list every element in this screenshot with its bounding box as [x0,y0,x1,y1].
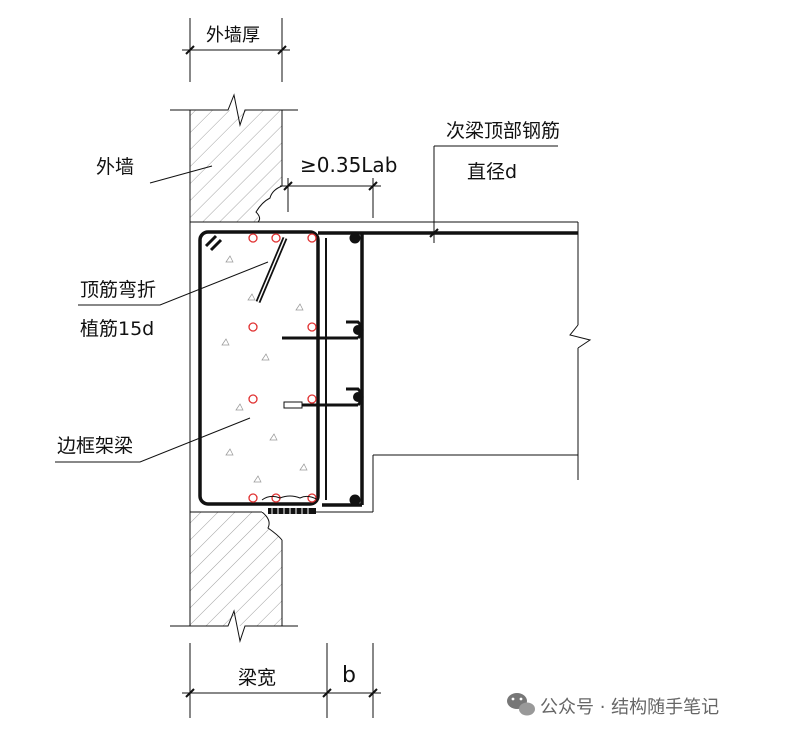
wall-thickness-label: 外墙厚 [206,25,260,46]
top-bar-bend-label: 顶筋弯折 [80,279,156,301]
anchorage-dimension [280,178,381,218]
outer-wall-label: 外墙 [96,156,134,178]
watermark-text: 公众号 · 结构随手笔记 [540,697,719,718]
b-label: b [342,663,356,688]
beam-width-label: 梁宽 [238,667,276,689]
edge-beam-stirrup [198,230,320,506]
edge-frame-beam [189,221,578,513]
outer-wall-lower [170,511,298,643]
bearing-strip [261,495,319,514]
secondary-beam-top-bar-leader [429,145,558,243]
edge-beam-longitudinal-bars [248,233,317,503]
outer-wall-upper [170,93,298,223]
edge-frame-beam-leader [55,417,251,463]
outer-wall-leader [149,165,213,184]
wall-thickness-dimension [182,18,290,82]
planted-top-bar [255,237,288,303]
beam-width-dimension [182,643,381,718]
secondary-beam [373,222,592,480]
top-bar-bend-leader [78,261,269,306]
secondary-beam-bottom-bar-section [349,494,361,506]
secondary-beam-top-bar-label: 次梁顶部钢筋 [446,120,560,142]
wechat-icon [507,693,535,716]
planted-bar-label: 植筋15d [80,318,154,340]
anchorage-label: ≥0.35Lab [300,153,397,177]
side-bar-upper [282,320,364,340]
diameter-label: 直径d [467,161,517,183]
secondary-beam-top-bar-section [349,232,361,244]
stirrup-hook [204,234,223,252]
side-bar-lower [283,387,364,409]
edge-frame-beam-label: 边框架梁 [57,435,133,457]
